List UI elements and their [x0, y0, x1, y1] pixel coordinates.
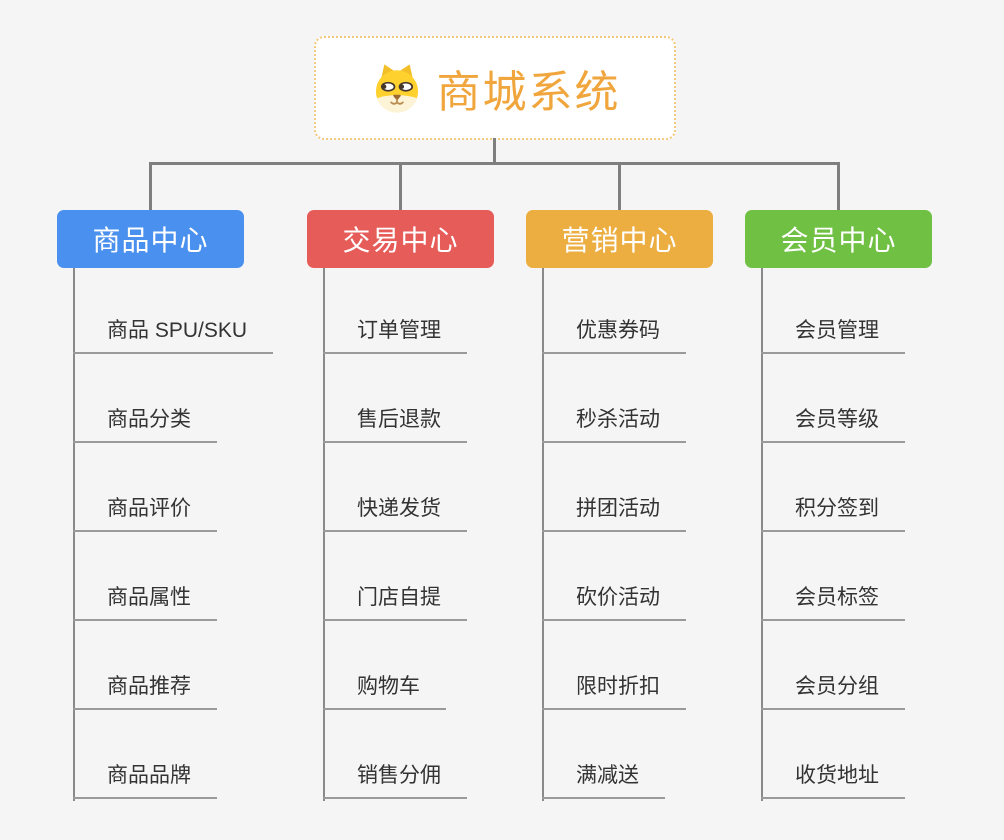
branch-node-product-center[interactable]: 商品中心 — [57, 210, 244, 268]
leaf-node[interactable]: 购物车 — [323, 671, 446, 710]
leaf-node[interactable]: 销售分佣 — [323, 760, 467, 799]
leaf-node[interactable]: 会员分组 — [761, 671, 905, 710]
leaf-node[interactable]: 商品属性 — [73, 582, 217, 621]
leaf-node[interactable]: 订单管理 — [323, 315, 467, 354]
leaf-node[interactable]: 积分签到 — [761, 493, 905, 532]
connector-stub-marketing — [618, 162, 621, 211]
leaf-node[interactable]: 优惠券码 — [542, 315, 686, 354]
leaf-node[interactable]: 砍价活动 — [542, 582, 686, 621]
leaf-node[interactable]: 限时折扣 — [542, 671, 686, 710]
shiba-dog-icon — [375, 64, 418, 113]
connector-stub-member — [837, 162, 840, 211]
leaf-node[interactable]: 收货地址 — [761, 760, 905, 799]
branch-node-member-center[interactable]: 会员中心 — [745, 210, 932, 268]
leaf-node[interactable]: 快递发货 — [323, 493, 467, 532]
leaf-node[interactable]: 满减送 — [542, 760, 665, 799]
leaf-node[interactable]: 会员管理 — [761, 315, 905, 354]
branch-spine-marketing — [542, 268, 544, 801]
leaf-node[interactable]: 会员标签 — [761, 582, 905, 621]
leaf-node[interactable]: 会员等级 — [761, 404, 905, 443]
leaf-node[interactable]: 商品推荐 — [73, 671, 217, 710]
connector-stub-trade — [399, 162, 402, 211]
leaf-node[interactable]: 商品分类 — [73, 404, 217, 443]
leaf-node[interactable]: 秒杀活动 — [542, 404, 686, 443]
branch-node-trade-center[interactable]: 交易中心 — [307, 210, 494, 268]
leaf-node[interactable]: 商品 SPU/SKU — [73, 315, 274, 354]
connector-stub-product — [149, 162, 152, 211]
root-node[interactable]: 商城系统 — [314, 36, 676, 140]
branch-spine-trade — [323, 268, 325, 801]
root-title: 商城系统 — [436, 68, 621, 117]
connector-root-stub — [493, 138, 496, 164]
leaf-node[interactable]: 门店自提 — [323, 582, 467, 621]
leaf-node[interactable]: 售后退款 — [323, 404, 467, 443]
connector-horizontal-rail — [149, 162, 840, 165]
branch-node-marketing-center[interactable]: 营销中心 — [526, 210, 713, 268]
leaf-node[interactable]: 商品品牌 — [73, 760, 217, 799]
branch-spine-product — [73, 268, 75, 801]
leaf-node[interactable]: 商品评价 — [73, 493, 217, 532]
leaf-node[interactable]: 拼团活动 — [542, 493, 686, 532]
branch-spine-member — [761, 268, 763, 801]
